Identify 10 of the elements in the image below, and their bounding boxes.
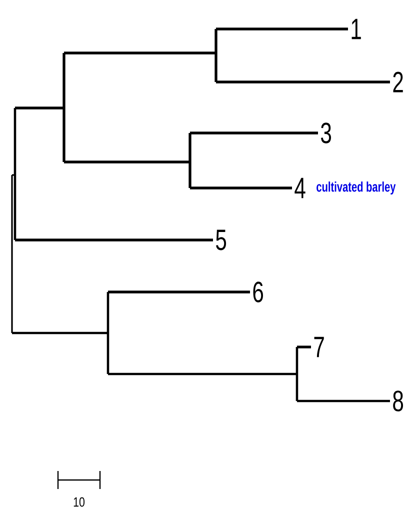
leaf-label: 8	[393, 390, 404, 412]
scale-label: 10	[74, 497, 85, 507]
leaf-label: 7	[314, 336, 324, 358]
leaf-label: 5	[216, 230, 226, 250]
leaf-label: 4	[294, 178, 306, 198]
leaf-label: 3	[320, 122, 331, 144]
leaf-label: 6	[253, 282, 263, 302]
leaf-label: 2	[393, 72, 403, 92]
annotation: cultivated barley	[316, 181, 396, 195]
leaf-label: 1	[352, 18, 361, 40]
